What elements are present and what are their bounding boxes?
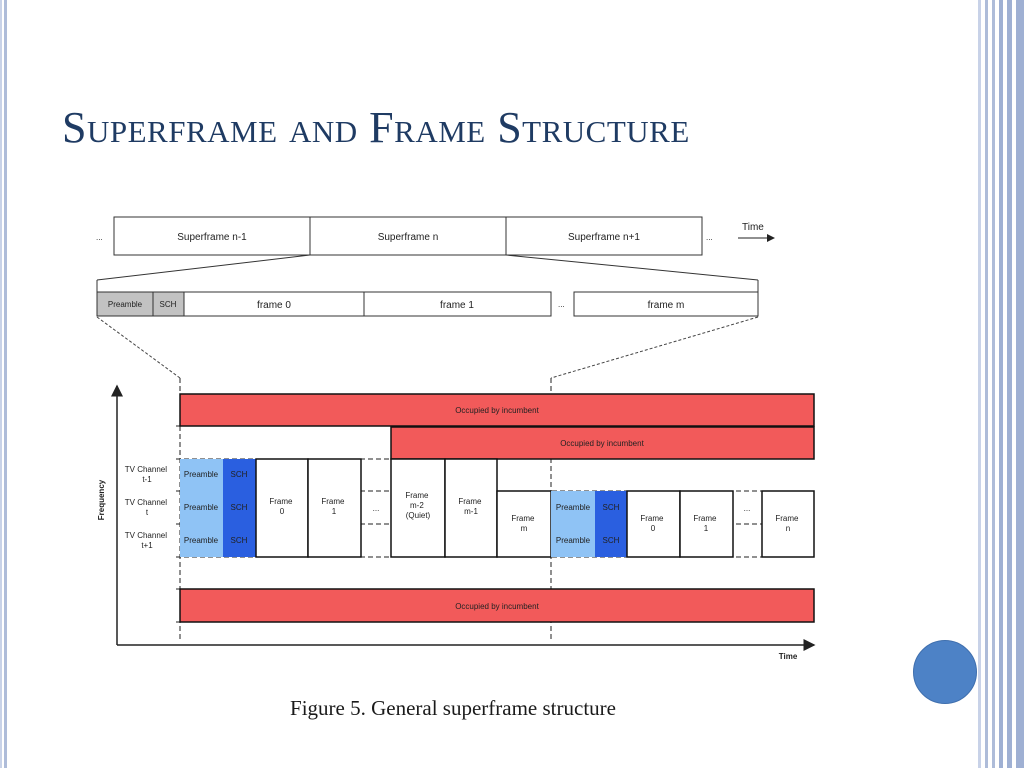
- time-axis-label: Time: [779, 652, 798, 661]
- preamble-column-2: [551, 491, 595, 557]
- grid-frame-n: [761, 490, 815, 558]
- incumbent-bar-bottom: [179, 588, 815, 623]
- grid-frame-0: [255, 458, 309, 558]
- grid-frame-1: [307, 458, 362, 558]
- grid-frame-1-second-label: Frame 1: [693, 514, 718, 533]
- incumbent-bar-middle: [390, 426, 815, 460]
- superframe-n-minus-1-label: Superframe n-1: [177, 232, 247, 243]
- slide-border-right: [976, 0, 1024, 768]
- timeline-ellipsis-left: ...: [96, 233, 103, 242]
- slide-border-left: [0, 0, 7, 768]
- preamble-2-label-ch3: Preamble: [556, 536, 591, 545]
- detail-frame-1-label: frame 1: [440, 300, 474, 311]
- detail-ellipsis: ...: [558, 300, 565, 309]
- grid-frame-m-minus-2: [390, 458, 446, 558]
- preamble-column-1: [180, 459, 223, 557]
- channel-label-t-plus-1: TV Channel t+1: [125, 531, 169, 550]
- grid-frame-0-second-label: Frame 0: [640, 514, 665, 533]
- grid-ellipsis-2: ...: [744, 504, 751, 513]
- superframe-n-plus-1-box: [505, 216, 703, 256]
- grid-frame-1-second: [679, 490, 734, 558]
- preamble-2-label-ch2: Preamble: [556, 503, 591, 512]
- zoom-dash-left: [96, 316, 181, 379]
- detail-frame-0-label: frame 0: [257, 300, 291, 311]
- grid-frame-m-minus-1: [444, 458, 498, 558]
- grid-frame-n-label: Frame n: [775, 514, 800, 533]
- incumbent-label-top: Occupied by incumbent: [455, 406, 539, 415]
- frequency-axis-label: Frequency: [97, 479, 106, 520]
- grid-frame-m-minus-2-label: Frame m-2 (Quiet): [405, 491, 430, 520]
- preamble-1-label-ch1: Preamble: [184, 470, 219, 479]
- detail-preamble-label: Preamble: [108, 300, 143, 309]
- grid-frame-m-minus-1-label: Frame m-1: [458, 497, 483, 516]
- decorative-circle: [913, 640, 977, 704]
- superframe-n-minus-1-box: [113, 216, 311, 256]
- superframe-n-label: Superframe n: [378, 232, 439, 243]
- incumbent-label-bottom: Occupied by incumbent: [455, 602, 539, 611]
- grid-frame-m: [496, 490, 552, 558]
- sch-column-2: [595, 491, 627, 557]
- sch-1-label-ch1: SCH: [231, 470, 248, 479]
- grid-frame-m-label: Frame m: [511, 514, 536, 533]
- preamble-1-label-ch2: Preamble: [184, 503, 219, 512]
- incumbent-bar-top: [179, 393, 815, 427]
- zoom-line-left: [96, 254, 311, 281]
- superframe-n-plus-1-label: Superframe n+1: [568, 232, 640, 243]
- figure-caption: Figure 5. General superframe structure: [290, 696, 616, 720]
- grid-frame-1-label: Frame 1: [321, 497, 346, 516]
- superframe-n-box: [309, 216, 507, 256]
- grid-ellipsis-1: ...: [373, 504, 380, 513]
- grid-frame-0-label: Frame 0: [269, 497, 294, 516]
- slide-title: Superframe and Frame Structure: [62, 103, 690, 152]
- channel-label-t-minus-1: TV Channel t-1: [125, 465, 169, 484]
- sch-2-label-ch3: SCH: [603, 536, 620, 545]
- channel-label-t: TV Channel t: [125, 498, 169, 517]
- detail-frame-m-box: [573, 291, 759, 317]
- detail-sch-box: [152, 291, 185, 317]
- time-label-top: Time: [742, 222, 764, 233]
- grid-frame-0-second: [626, 490, 681, 558]
- detail-frame-1-box: [363, 291, 552, 317]
- incumbent-label-middle: Occupied by incumbent: [560, 439, 644, 448]
- timeline-ellipsis-right: ...: [706, 233, 713, 242]
- detail-frame-m-label: frame m: [648, 300, 685, 311]
- sch-2-label-ch2: SCH: [603, 503, 620, 512]
- sch-1-label-ch3: SCH: [231, 536, 248, 545]
- sch-column-1: [223, 459, 256, 557]
- sch-1-label-ch2: SCH: [231, 503, 248, 512]
- zoom-dash-right: [550, 316, 759, 379]
- preamble-1-label-ch3: Preamble: [184, 536, 219, 545]
- detail-sch-label: SCH: [160, 300, 177, 309]
- detail-preamble-box: [96, 291, 154, 317]
- zoom-line-right: [505, 254, 759, 281]
